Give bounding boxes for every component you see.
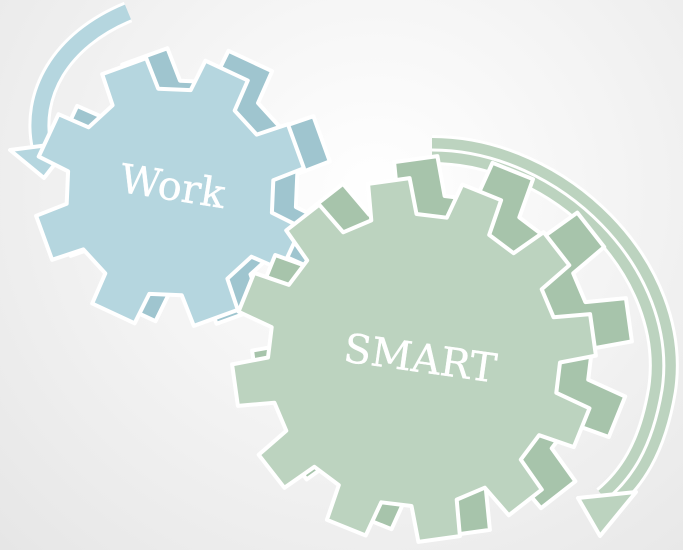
work-gear-icon: Work [34,46,332,328]
smart-gear-icon: SMART [230,154,634,544]
work-rotation-arrow-icon [8,1,133,180]
smart-rotation-arrow-icon [431,135,679,538]
smart-gear-face [230,176,598,544]
